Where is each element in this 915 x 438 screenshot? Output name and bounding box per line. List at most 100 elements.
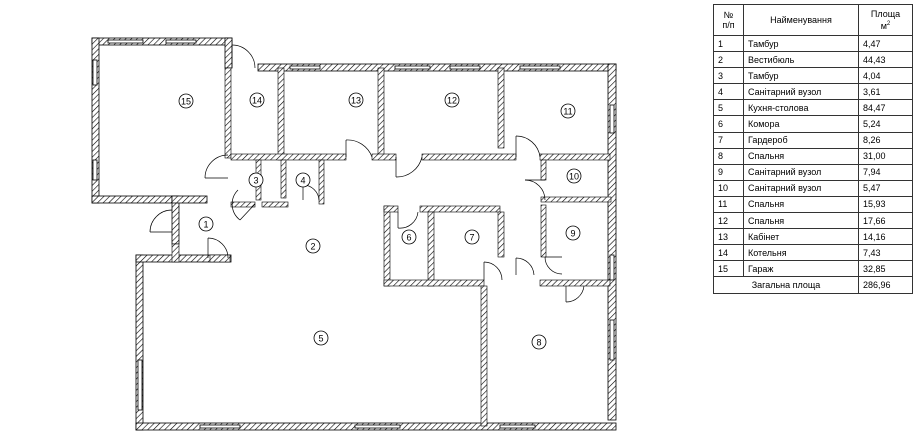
row-num: 1 (713, 34, 744, 53)
row-name: Санітарний вузол (743, 163, 859, 181)
room-marker-label: 10 (569, 172, 579, 182)
room-marker: 5 (313, 330, 329, 346)
header-area-line2: м (880, 21, 887, 31)
header-num: № п/п (713, 4, 744, 36)
row-num: 14 (713, 244, 744, 262)
room-marker-circle (464, 229, 480, 245)
room-marker-circle (313, 330, 329, 346)
row-area: 5,47 (858, 179, 913, 197)
header-num-line1: № (723, 10, 734, 20)
row-num: 8 (713, 147, 744, 165)
room-marker-label: 6 (406, 233, 411, 243)
header-num-line2: п/п (722, 20, 735, 30)
row-area: 7,94 (858, 163, 913, 181)
room-marker-label: 3 (253, 176, 258, 186)
row-num: 6 (713, 115, 744, 133)
row-num: 5 (713, 99, 744, 117)
total-label: Загальна площа (713, 276, 859, 294)
room-marker-label: 2 (310, 242, 315, 252)
row-num: 9 (713, 163, 744, 181)
row-area: 32,85 (858, 260, 913, 278)
row-name: Гараж (743, 260, 859, 278)
table-header-row: № п/п Найменування Площа м2 (713, 4, 913, 36)
room-marker-circle (295, 172, 311, 188)
room-marker-circle (178, 93, 194, 109)
room-marker-label: 4 (300, 176, 305, 186)
room-marker: 10 (566, 168, 582, 184)
room-marker: 14 (249, 92, 265, 108)
room-marker-label: 5 (318, 334, 323, 344)
row-area: 14,16 (858, 228, 913, 246)
row-name: Комора (743, 115, 859, 133)
room-marker-label: 7 (469, 233, 474, 243)
total-area: 286,96 (858, 276, 913, 294)
interior-walls (171, 67, 612, 427)
room-marker-label: 8 (536, 338, 541, 348)
row-num: 11 (713, 195, 744, 214)
row-area: 4,04 (858, 67, 913, 85)
row-name: Гардероб (743, 131, 859, 149)
room-marker: 7 (464, 229, 480, 245)
room-marker: 11 (560, 103, 576, 119)
row-num: 4 (713, 83, 744, 101)
table-total-row: Загальна площа 286,96 (713, 276, 913, 294)
room-marker-label: 14 (252, 96, 262, 106)
windows (92, 39, 615, 429)
door-swings (149, 44, 585, 303)
row-area: 31,00 (858, 147, 913, 165)
room-marker: 3 (248, 172, 264, 188)
row-num: 10 (713, 179, 744, 197)
row-area: 44,43 (858, 51, 913, 69)
room-marker-circle (531, 334, 547, 350)
header-area-line1: Площа (870, 9, 901, 19)
room-marker: 1 (198, 216, 214, 232)
header-area: Площа м2 (858, 4, 913, 36)
room-marker-circle (560, 103, 576, 119)
row-name: Санітарний вузол (743, 83, 859, 101)
header-name: Найменування (743, 4, 859, 36)
row-area: 17,66 (858, 212, 913, 230)
room-marker-circle (444, 92, 460, 108)
room-marker-label: 9 (570, 229, 575, 239)
row-num: 7 (713, 131, 744, 149)
row-name: Котельня (743, 244, 859, 262)
room-marker: 13 (348, 92, 364, 108)
header-area-sup: 2 (886, 21, 891, 27)
row-num: 15 (713, 260, 744, 278)
room-marker: 4 (295, 172, 311, 188)
room-marker-circle (348, 92, 364, 108)
room-marker-label: 13 (351, 96, 361, 106)
row-area: 3,61 (858, 83, 913, 101)
room-marker: 12 (444, 92, 460, 108)
row-name: Кабінет (743, 228, 859, 246)
row-num: 2 (713, 51, 744, 69)
row-area: 8,26 (858, 131, 913, 149)
room-marker-label: 15 (181, 97, 191, 107)
room-marker-label: 12 (447, 96, 457, 106)
row-num: 3 (713, 67, 744, 85)
room-marker: 15 (178, 93, 194, 109)
room-marker: 6 (401, 229, 417, 245)
row-area: 15,93 (858, 195, 913, 214)
row-num: 13 (713, 228, 744, 246)
row-name: Тамбур (743, 67, 859, 85)
row-area: 7,43 (858, 244, 913, 262)
row-name: Вестибюль (743, 51, 859, 69)
row-name: Санітарний вузол (743, 179, 859, 197)
row-name: Кухня-столова (743, 99, 859, 117)
row-name: Спальня (743, 147, 859, 165)
room-marker-circle (305, 238, 321, 254)
